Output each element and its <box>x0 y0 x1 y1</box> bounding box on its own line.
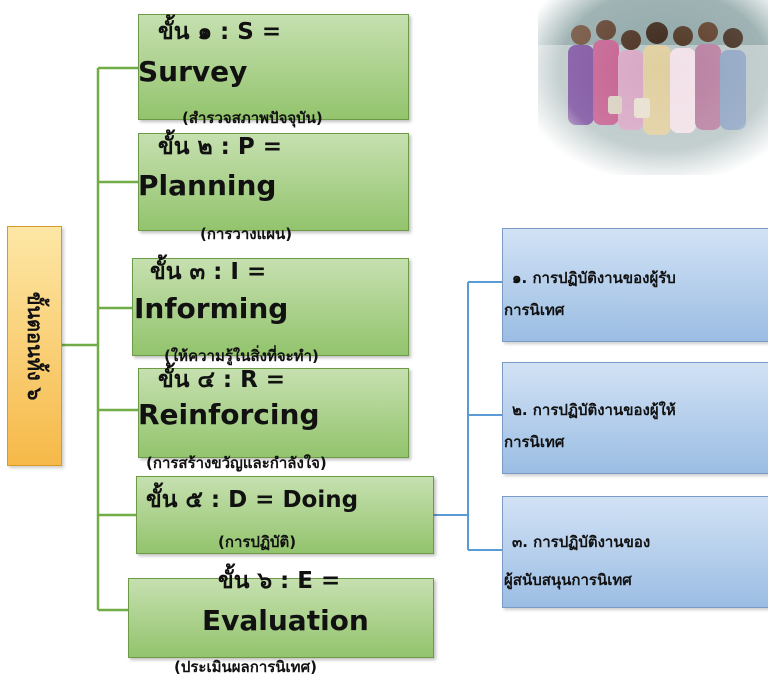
step-box-3 <box>132 258 409 356</box>
step-6-subtitle: (ประเมินผลการนิเทศ) <box>174 658 317 676</box>
detail-1-line-1: ๑. การปฏิบัติงานของผู้รับ <box>512 269 676 287</box>
step-box-2 <box>138 133 409 231</box>
group-photo <box>538 0 768 175</box>
step-box-5 <box>136 476 434 554</box>
detail-3-line-1: ๓. การปฏิบัติงานของ <box>512 533 651 551</box>
step-2-title: ขั้น ๒ : P = <box>158 134 282 160</box>
detail-1-line-2: การนิเทศ <box>504 301 565 319</box>
step-2-subtitle: (การวางแผน) <box>200 225 293 243</box>
detail-box-3 <box>502 496 768 608</box>
step-box-1 <box>138 14 409 120</box>
main-label: ขั้นตอนทั้ง ๖ <box>22 291 47 401</box>
step-4-keyword: Reinforcing <box>138 398 320 431</box>
step-4-subtitle: (การสร้างขวัญและกำลังใจ) <box>146 454 327 472</box>
step-1-keyword: Survey <box>138 55 248 88</box>
step-1-title: ขั้น ๑ : S = <box>158 19 282 45</box>
step-5-subtitle: (การปฏิบัติ) <box>218 533 297 551</box>
step-2-keyword: Planning <box>138 169 277 202</box>
step-1-subtitle: (สำรวจสภาพปัจจุบัน) <box>182 109 323 127</box>
detail-2-line-2: การนิเทศ <box>504 433 565 451</box>
detail-box-2 <box>502 362 768 474</box>
step-6-keyword: Evaluation <box>202 604 369 637</box>
step-3-title: ขั้น ๓ : I = <box>150 259 267 285</box>
step-box-4 <box>138 368 409 458</box>
step-3-subtitle: (ให้ความรู้ในสิ่งที่จะทำ) <box>164 347 319 365</box>
step-3-keyword: Informing <box>134 292 289 325</box>
step-6-title: ขั้น ๖ : E = <box>218 568 341 594</box>
step-4-title: ขั้น ๔ : R = <box>158 367 286 393</box>
detail-box-1 <box>502 228 768 342</box>
detail-3-line-2: ผู้สนับสนุนการนิเทศ <box>504 571 632 589</box>
step-box-6 <box>128 578 434 658</box>
detail-2-line-1: ๒. การปฏิบัติงานของผู้ให้ <box>512 401 676 419</box>
step-5-title: ขั้น ๕ : D = Doing <box>146 487 359 513</box>
main-label-box: ขั้นตอนทั้ง ๖ <box>7 226 62 466</box>
